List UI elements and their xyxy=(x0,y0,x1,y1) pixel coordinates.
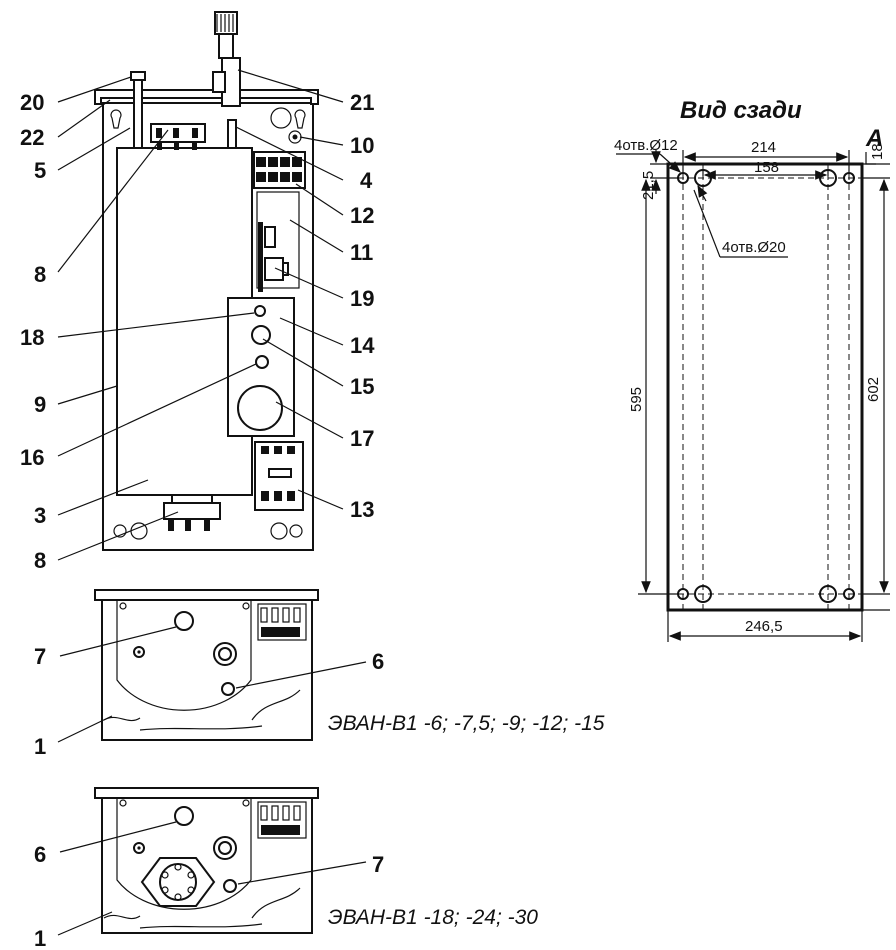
callout-16: 16 xyxy=(20,445,44,470)
thermostat-knob-17 xyxy=(237,385,283,431)
rear-view: Вид сзади А 214 158 4отв.Ø12 xyxy=(614,97,890,642)
pipe-4 xyxy=(227,119,237,149)
keyhole-mounts-top xyxy=(110,107,306,129)
pipe-cap-20 xyxy=(130,71,146,81)
callout-14: 14 xyxy=(350,333,375,358)
callout-15: 15 xyxy=(350,374,374,399)
callout-1-model2: 1 xyxy=(34,926,46,950)
holes-d20: 4отв.Ø20 xyxy=(722,239,786,256)
dim-602: 602 xyxy=(865,377,882,402)
caption-model-1: ЭВАН-В1 -6; -7,5; -9; -12; -15 xyxy=(328,712,605,735)
bottom-view-model-1: 7 6 1 ЭВАН-В1 -6; -7,5; -9; -12; -15 xyxy=(34,589,605,759)
caption-model-2: ЭВАН-В1 -18; -24; -30 xyxy=(328,906,538,929)
front-leaders xyxy=(57,69,344,561)
terminals-bottom-2 xyxy=(257,801,307,839)
callout-1-model1: 1 xyxy=(34,734,46,759)
indicator-lamp-18 xyxy=(254,305,266,317)
board-edge xyxy=(258,222,263,292)
bottom-view-model-2: 6 7 1 ЭВАН-В1 -18; -24; -30 xyxy=(34,787,538,950)
callout-19: 19 xyxy=(350,286,374,311)
dim-21-5: 21,5 xyxy=(640,171,657,200)
callout-5: 5 xyxy=(34,158,46,183)
hex-flange xyxy=(140,857,216,907)
enclosure-plate xyxy=(102,102,314,551)
callout-6-model1: 6 xyxy=(372,649,384,674)
callout-10: 10 xyxy=(350,133,374,158)
callout-21: 21 xyxy=(350,90,374,115)
rear-view-title: Вид сзади xyxy=(680,97,802,124)
callout-9: 9 xyxy=(34,392,46,417)
section-mark-a: А xyxy=(865,125,883,152)
knob-15 xyxy=(251,325,271,345)
heater-terminals-top xyxy=(150,123,206,150)
mounting-rail xyxy=(94,89,319,105)
callout-20: 20 xyxy=(20,90,44,115)
callout-18: 18 xyxy=(20,325,44,350)
rear-plate xyxy=(666,162,864,612)
callout-8-bottom: 8 xyxy=(34,548,46,573)
callout-17: 17 xyxy=(350,426,374,451)
callout-4: 4 xyxy=(360,168,373,193)
callout-22: 22 xyxy=(20,125,44,150)
callout-7-model2: 7 xyxy=(372,852,384,877)
callout-8-top: 8 xyxy=(34,262,46,287)
holes-d12: 4отв.Ø12 xyxy=(614,137,678,154)
dim-214: 214 xyxy=(751,139,776,156)
dim-18: 18 xyxy=(869,143,886,160)
control-board-11 xyxy=(256,191,300,289)
sensor-head-21 xyxy=(214,11,238,35)
callout-7-model1: 7 xyxy=(34,644,46,669)
callout-12: 12 xyxy=(350,203,374,228)
heater-terminals-bottom xyxy=(163,494,221,531)
sensor-clamp xyxy=(212,71,226,93)
terminal-block-12 xyxy=(253,151,306,189)
dim-595: 595 xyxy=(628,387,645,412)
sensor-body xyxy=(218,33,234,59)
contactor-13 xyxy=(254,441,304,511)
dim-246-5: 246,5 xyxy=(745,618,783,635)
callout-6-model2: 6 xyxy=(34,842,46,867)
callout-3: 3 xyxy=(34,503,46,528)
callout-13: 13 xyxy=(350,497,374,522)
indicator-16 xyxy=(255,355,269,369)
terminals-bottom-1 xyxy=(257,603,307,641)
relay-19 xyxy=(264,226,276,248)
dim-158: 158 xyxy=(754,159,779,176)
callout-11: 11 xyxy=(350,240,373,265)
front-view: 20 22 5 8 18 9 16 3 8 21 10 4 12 11 19 1… xyxy=(20,11,375,573)
pipe-20 xyxy=(133,79,143,149)
